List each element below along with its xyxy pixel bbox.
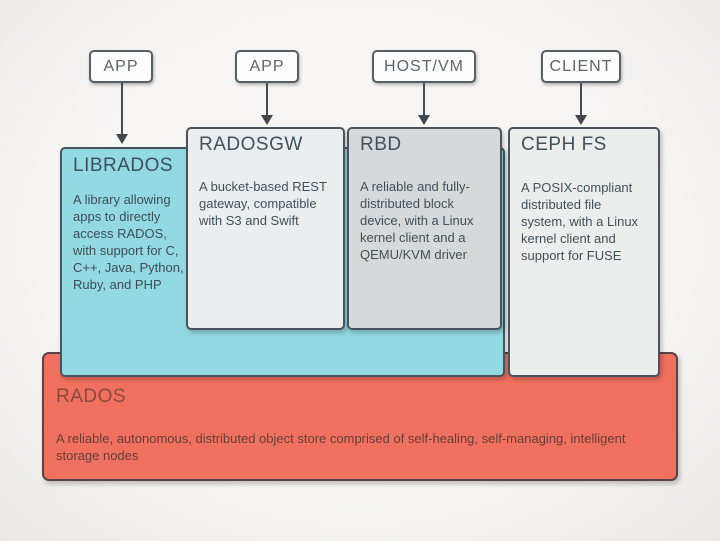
node-app-1-label: APP <box>103 57 139 75</box>
arrow-down-icon-hostvm-to-rbd <box>418 83 430 125</box>
box-rados-description: A reliable, autonomous, distributed obje… <box>56 431 626 463</box>
node-client: CLIENT <box>541 50 621 83</box>
box-radosgw: RADOSGW A bucket-based REST gateway, com… <box>186 127 345 330</box>
node-host-vm: HOST/VM <box>372 50 476 83</box>
node-client-label: CLIENT <box>549 57 613 75</box>
box-librados-description: A library allowing apps to directly acce… <box>73 192 184 292</box>
box-rbd-description: A reliable and fully-distributed block d… <box>360 179 474 262</box>
box-cephfs: CEPH FS A POSIX-compliant distributed fi… <box>508 127 660 377</box>
box-librados-title: LIBRADOS <box>73 155 174 176</box>
box-rbd: RBD A reliable and fully-distributed blo… <box>347 127 502 330</box>
box-rados-title: RADOS <box>56 386 127 407</box>
box-rbd-title: RBD <box>360 134 402 155</box>
arrow-down-icon-client-to-cephfs <box>575 83 587 125</box>
node-app-2-label: APP <box>249 57 285 75</box>
box-radosgw-description: A bucket-based REST gateway, compatible … <box>199 179 327 228</box>
box-cephfs-description: A POSIX-compliant distributed file syste… <box>521 180 639 263</box>
arrow-down-icon-app2-to-radosgw <box>261 83 273 125</box>
node-host-vm-label: HOST/VM <box>384 57 464 75</box>
arrow-down-icon-app1-to-librados <box>116 83 128 144</box>
node-app-2: APP <box>235 50 299 83</box>
box-radosgw-title: RADOSGW <box>199 134 303 155</box>
box-cephfs-title: CEPH FS <box>521 134 607 155</box>
node-app-1: APP <box>89 50 153 83</box>
